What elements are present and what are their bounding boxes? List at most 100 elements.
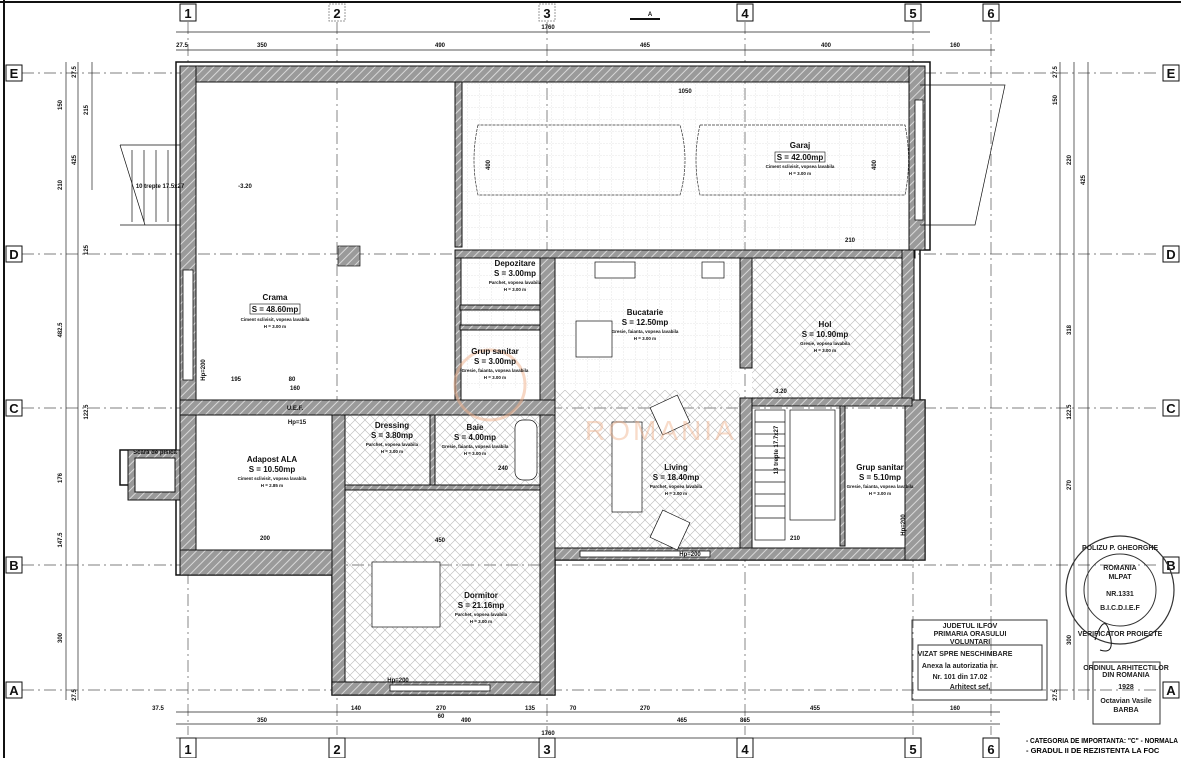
windows — [182, 99, 924, 692]
svg-text:6: 6 — [987, 742, 994, 757]
grid-col-3: 3 — [543, 6, 550, 21]
svg-text:A: A — [1166, 683, 1176, 698]
svg-text:S = 18.40mp: S = 18.40mp — [653, 473, 700, 482]
svg-text:C: C — [9, 401, 19, 416]
svg-text:Parchet, vopsea lavabila: Parchet, vopsea lavabila — [366, 442, 419, 447]
svg-text:Parchet, vopsea lavabila: Parchet, vopsea lavabila — [489, 280, 542, 285]
svg-text:-3.20: -3.20 — [773, 389, 787, 395]
svg-text:Crama: Crama — [263, 293, 288, 302]
svg-text:S = 4.00mp: S = 4.00mp — [454, 433, 496, 442]
svg-text:400: 400 — [486, 159, 492, 170]
svg-text:POLIZU P. GHEORGHE: POLIZU P. GHEORGHE — [1082, 545, 1158, 552]
grid-col-5: 5 — [909, 6, 916, 21]
note-importance: - CATEGORIA DE IMPORTANTA: "C" - NORMALA — [1026, 736, 1178, 745]
svg-text:80: 80 — [289, 377, 296, 383]
room-grup-sanitar-2: Grup sanitar S = 5.10mp Gresie, faianta,… — [847, 463, 914, 496]
dimensions-left — [65, 62, 93, 700]
svg-text:240: 240 — [498, 466, 509, 472]
svg-text:1760: 1760 — [541, 731, 555, 737]
svg-text:Ciment sclivisit, vopsea lavab: Ciment sclivisit, vopsea lavabila — [241, 317, 310, 322]
svg-text:27.5: 27.5 — [72, 689, 78, 701]
note-fire-resistance: - GRADUL II DE REZISTENTA LA FOC — [1026, 746, 1160, 755]
svg-text:H = 3.00 m: H = 3.00 m — [665, 491, 687, 496]
grid-col-6: 6 — [987, 6, 994, 21]
grid-labels-bottom: 1 2 3 4 5 6 — [179, 737, 1000, 758]
svg-text:215: 215 — [84, 104, 90, 115]
garage-cars — [473, 124, 909, 196]
svg-text:VERIFICATOR PROIECTE: VERIFICATOR PROIECTE — [1078, 631, 1163, 638]
svg-text:ROMANIA: ROMANIA — [1103, 565, 1136, 572]
room-depozitare: Depozitare S = 3.00mp Parchet, vopsea la… — [489, 259, 542, 292]
svg-text:H = 3.00 m: H = 3.00 m — [484, 375, 506, 380]
room-baie: Baie S = 4.00mp Gresie, faianta, vopsea … — [442, 423, 509, 456]
ext-stairs-label: 10 trepte 17.5x27 — [136, 184, 185, 190]
svg-text:147.5: 147.5 — [58, 532, 64, 548]
svg-text:425: 425 — [1081, 174, 1087, 185]
grid-labels-right: E D C B A — [1162, 64, 1180, 699]
svg-text:S = 3.00mp: S = 3.00mp — [494, 269, 536, 278]
dimensions-left-values: 27.5 150 215 210 425 125 482.5 122.5 176… — [58, 66, 90, 701]
svg-text:70: 70 — [570, 706, 577, 712]
svg-text:270: 270 — [1067, 479, 1073, 490]
svg-text:160: 160 — [950, 43, 961, 49]
svg-text:865: 865 — [740, 718, 751, 724]
svg-text:Baie: Baie — [467, 423, 484, 432]
svg-text:270: 270 — [436, 706, 447, 712]
svg-text:-3.20: -3.20 — [238, 184, 252, 190]
svg-text:H = 3.00 m: H = 3.00 m — [869, 491, 891, 496]
svg-text:E: E — [10, 66, 19, 81]
svg-text:A: A — [648, 12, 653, 18]
dimensions-top — [176, 31, 995, 51]
svg-text:122.5: 122.5 — [1067, 404, 1073, 420]
svg-text:Gresie, faianta, vopsea lavabi: Gresie, faianta, vopsea lavabila — [442, 444, 509, 449]
svg-text:220: 220 — [1067, 154, 1073, 165]
svg-text:H = 3.00 m: H = 3.00 m — [504, 287, 526, 292]
svg-text:MLPAT: MLPAT — [1108, 574, 1132, 581]
ladder-shaft — [134, 457, 176, 493]
grid-col-4: 4 — [741, 6, 749, 21]
walls — [127, 65, 926, 696]
svg-text:5: 5 — [909, 742, 916, 757]
svg-text:160: 160 — [290, 386, 301, 392]
svg-text:S = 21.16mp: S = 21.16mp — [458, 601, 505, 610]
svg-text:Ciment sclivisit, vopsea lavab: Ciment sclivisit, vopsea lavabila — [766, 164, 835, 169]
room-bucatarie: Bucatarie S = 12.50mp Gresie, faianta, v… — [612, 308, 679, 341]
svg-text:DIN ROMANIA: DIN ROMANIA — [1102, 672, 1149, 679]
svg-text:A: A — [9, 683, 19, 698]
signature — [1094, 623, 1112, 652]
svg-text:S = 5.10mp: S = 5.10mp — [859, 473, 901, 482]
svg-text:Dressing: Dressing — [375, 421, 409, 430]
verifier-stamp: POLIZU P. GHEORGHE ROMANIA MLPAT NR.1331… — [1065, 535, 1175, 652]
dimensions-bottom-values: 37.5 140 270 135 70 270 455 160 350 60 4… — [152, 706, 961, 737]
room-dressing: Dressing S = 3.80mp Parchet, vopsea lava… — [366, 421, 419, 454]
svg-text:BARBA: BARBA — [1113, 707, 1138, 714]
svg-text:B.I.C.D.I.E.F: B.I.C.D.I.E.F — [1100, 605, 1140, 612]
svg-text:E: E — [1167, 66, 1176, 81]
svg-text:Arhitect sef,: Arhitect sef, — [950, 684, 991, 691]
svg-text:140: 140 — [351, 706, 362, 712]
svg-text:3: 3 — [543, 742, 550, 757]
svg-text:122.5: 122.5 — [84, 404, 90, 420]
svg-text:Garaj: Garaj — [790, 141, 810, 150]
dimensions-right — [1059, 62, 1089, 700]
svg-text:Adapost ALA: Adapost ALA — [247, 455, 298, 464]
svg-text:S = 12.50mp: S = 12.50mp — [622, 318, 669, 327]
svg-text:H = 3.00 m: H = 3.00 m — [789, 171, 811, 176]
svg-text:Hp=200: Hp=200 — [201, 359, 207, 381]
plan-annotations: Scara de pisica U.E.F. Hp=15 Hp=200 Hp=2… — [133, 89, 907, 684]
svg-text:450: 450 — [435, 538, 446, 544]
room-adapost-ala: Adapost ALA S = 10.50mp Ciment sclivisit… — [238, 455, 307, 488]
dimensions-bottom — [176, 711, 1000, 739]
grid-col-1: 1 — [184, 6, 191, 21]
svg-text:4: 4 — [741, 742, 749, 757]
svg-text:S = 3.00mp: S = 3.00mp — [474, 357, 516, 366]
svg-text:Anexa la autorizatia nr.: Anexa la autorizatia nr. — [922, 663, 998, 670]
grid-col-2: 2 — [333, 6, 340, 21]
svg-text:H = 3.00 m: H = 3.00 m — [814, 348, 836, 353]
svg-text:Living: Living — [664, 463, 688, 472]
int-stairs-label: 13 trepte 17.7x27 — [774, 425, 780, 474]
svg-text:176: 176 — [58, 472, 64, 483]
svg-text:NR.1331: NR.1331 — [1106, 591, 1134, 598]
room-garaj: Garaj S = 42.00mp Ciment sclivisit, vops… — [766, 141, 835, 176]
